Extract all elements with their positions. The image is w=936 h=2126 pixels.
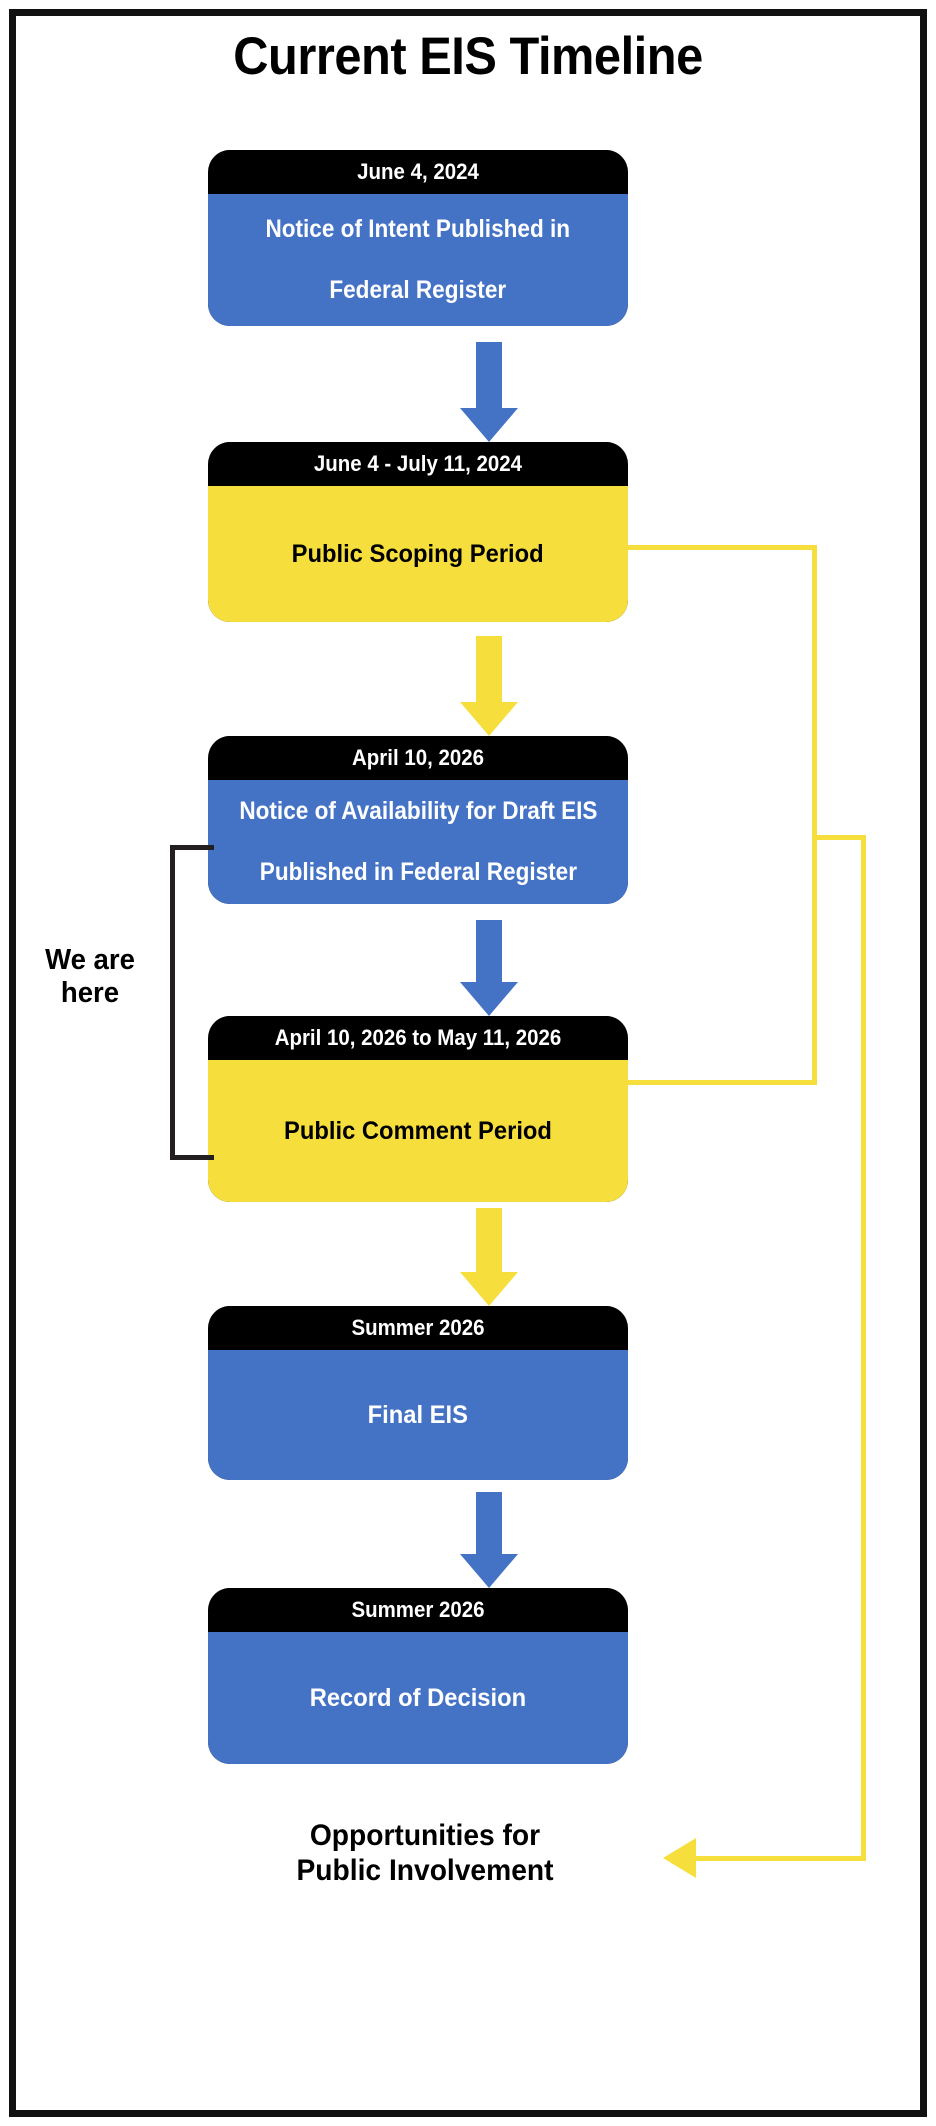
arrow-head: [460, 1272, 518, 1306]
opportunities-label: Opportunities for Public Involvement: [214, 1818, 637, 1889]
timeline-step-public-comment-period[interactable]: April 10, 2026 to May 11, 2026 Public Co…: [208, 1016, 628, 1202]
timeline-step-notice-of-intent[interactable]: June 4, 2024 Notice of Intent Published …: [208, 150, 628, 326]
connector-arrow-1: [456, 342, 522, 442]
yellow-link-scoping-out: [621, 545, 817, 550]
step-date-public-scoping-period: June 4 - July 11, 2024: [222, 442, 614, 486]
bracket-bottom-arm: [170, 1155, 214, 1160]
step-label-line2: Published in Federal Register: [259, 858, 577, 887]
arrow-head: [460, 702, 518, 736]
yellow-link-opportunities-vertical: [861, 835, 866, 1861]
step-date-notice-of-intent: June 4, 2024: [222, 150, 614, 194]
step-label-notice-of-intent: Notice of Intent Published in Federal Re…: [208, 194, 628, 326]
step-label-line1: Record of Decision: [309, 1683, 527, 1712]
bracket-spine: [170, 845, 175, 1160]
timeline-step-notice-of-availability[interactable]: April 10, 2026 Notice of Availability fo…: [208, 736, 628, 904]
step-date-public-comment-period: April 10, 2026 to May 11, 2026: [222, 1016, 614, 1060]
connector-arrow-5: [456, 1492, 522, 1588]
we-are-here-label: We are here: [18, 944, 162, 1010]
arrow-shaft: [476, 342, 502, 408]
opportunities-line1: Opportunities for: [309, 1819, 541, 1852]
step-label-notice-of-availability: Notice of Availability for Draft EIS Pub…: [208, 780, 628, 904]
step-label-line1: Public Scoping Period: [291, 539, 545, 568]
we-are-here-line2: here: [60, 976, 120, 1009]
page-title: Current EIS Timeline: [233, 27, 703, 86]
step-label-line1: Public Comment Period: [284, 1116, 552, 1145]
yellow-link-opportunities-top: [817, 835, 866, 840]
arrow-head: [460, 982, 518, 1016]
step-label-line1: Notice of Intent Published in: [265, 215, 571, 244]
step-date-final-eis: Summer 2026: [222, 1306, 614, 1350]
step-label-public-comment-period: Public Comment Period: [208, 1060, 628, 1202]
arrow-shaft: [476, 1492, 502, 1554]
step-date-notice-of-availability: April 10, 2026: [222, 736, 614, 780]
step-label-final-eis: Final EIS: [208, 1350, 628, 1480]
step-label-record-of-decision: Record of Decision: [208, 1632, 628, 1764]
bracket-top-arm: [170, 845, 214, 850]
connector-arrow-3: [456, 920, 522, 1016]
connector-arrow-2: [456, 636, 522, 736]
step-label-line1: Notice of Availability for Draft EIS: [238, 797, 598, 826]
arrow-shaft: [476, 920, 502, 982]
arrow-head: [460, 1554, 518, 1588]
timeline-step-record-of-decision[interactable]: Summer 2026 Record of Decision: [208, 1588, 628, 1764]
opportunities-line2: Public Involvement: [296, 1854, 554, 1888]
yellow-link-scoping-vertical: [812, 545, 817, 1085]
step-label-public-scoping-period: Public Scoping Period: [208, 486, 628, 622]
we-are-here-line1: We are: [45, 944, 135, 976]
step-date-record-of-decision: Summer 2026: [222, 1588, 614, 1632]
yellow-link-opportunities-arrowhead: [663, 1838, 696, 1878]
arrow-shaft: [476, 1208, 502, 1272]
timeline-step-public-scoping-period[interactable]: June 4 - July 11, 2024 Public Scoping Pe…: [208, 442, 628, 622]
yellow-link-opportunities-horizontal: [694, 1856, 866, 1861]
yellow-link-comment-in: [621, 1080, 817, 1085]
timeline-step-final-eis[interactable]: Summer 2026 Final EIS: [208, 1306, 628, 1480]
step-label-line2: Federal Register: [329, 276, 507, 305]
arrow-shaft: [476, 636, 502, 702]
we-are-here-bracket: [170, 845, 214, 1160]
step-label-line1: Final EIS: [367, 1400, 469, 1429]
arrow-head: [460, 408, 518, 442]
connector-arrow-4: [456, 1208, 522, 1306]
